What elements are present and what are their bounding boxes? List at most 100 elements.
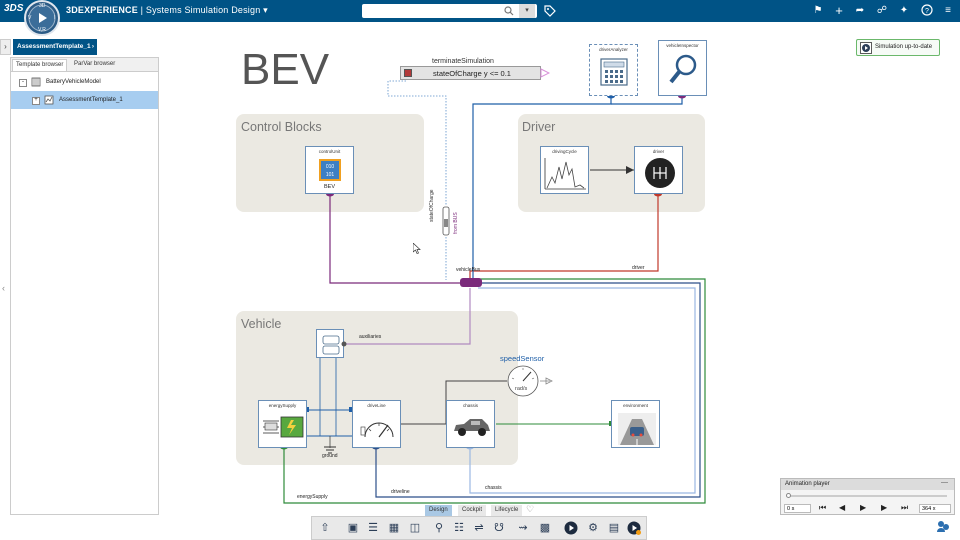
tab-cockpit[interactable]: Cockpit xyxy=(458,505,487,516)
play-status-icon xyxy=(860,42,872,54)
link-icon[interactable]: ⇝ xyxy=(518,522,528,534)
environment-block[interactable]: environment xyxy=(611,400,660,448)
export-icon[interactable]: ⇧ xyxy=(320,522,330,534)
tab-lifecycle[interactable]: Lifecycle xyxy=(491,505,523,516)
control-unit-block[interactable]: controlUnit 010 101 BEV xyxy=(305,146,354,194)
animation-timeline-slider[interactable] xyxy=(787,495,947,497)
speed-sensor-block[interactable]: rad/s xyxy=(506,364,540,398)
ground-icon xyxy=(324,446,336,454)
favorite-icon[interactable]: ♡ xyxy=(526,504,535,514)
tree-item-assessment-template[interactable]: + AssessmentTemplate_1 xyxy=(11,91,158,109)
tree-item-battery-vehicle-model[interactable]: - BatteryVehicleModel xyxy=(11,73,158,91)
share-icon[interactable]: ➦ xyxy=(855,5,865,16)
block-label: driveLine xyxy=(367,403,386,408)
ds-logo[interactable]: 3DS xyxy=(4,3,24,14)
chassis-block[interactable]: chassis xyxy=(446,400,495,448)
aux-port-icon xyxy=(341,341,347,347)
bottom-tab-bar: Design Cockpit Lifecycle ♡ xyxy=(425,504,539,516)
block-label: driverAnalyzer xyxy=(599,47,628,52)
title-separator: | xyxy=(140,5,144,15)
driver-block[interactable]: driver xyxy=(634,146,683,194)
tree-icon[interactable]: ☷ xyxy=(454,522,464,534)
search-icon[interactable]: ⚲ xyxy=(434,522,444,534)
tab-assessment-template[interactable]: AssessmentTemplate_1 › xyxy=(13,39,97,55)
save-icon[interactable]: ▣ xyxy=(347,522,359,534)
app-title[interactable]: 3DEXPERIENCE | Systems Simulation Design… xyxy=(66,5,268,16)
driver-analyzer-block[interactable]: driverAnalyzer xyxy=(589,44,638,96)
connect-icon[interactable]: ⇌ xyxy=(474,522,484,534)
chart-icon[interactable]: ▤ xyxy=(608,522,620,534)
compass-widget[interactable]: 3D V I V,R xyxy=(24,0,60,36)
svg-text:?: ? xyxy=(925,8,929,15)
settings-icon[interactable]: ⚙ xyxy=(588,522,598,534)
drive-line-block[interactable]: driveLine xyxy=(352,400,401,448)
tag-icon[interactable] xyxy=(544,5,556,17)
timeline-handle[interactable] xyxy=(786,493,791,498)
users-icon[interactable] xyxy=(936,519,950,533)
bookmark-icon[interactable]: ⚑ xyxy=(813,5,823,16)
energy-supply-block[interactable]: energySupply xyxy=(258,400,307,448)
search-box[interactable]: ▾ xyxy=(362,4,537,18)
document-icon[interactable]: ◫ xyxy=(409,522,421,534)
tools-icon[interactable]: ✦ xyxy=(899,5,909,16)
panel-toggle-button[interactable]: › xyxy=(0,39,11,55)
car-icon xyxy=(454,419,490,436)
search-icon[interactable] xyxy=(504,6,514,16)
expand-icon[interactable]: + xyxy=(32,97,40,105)
tab-template-browser[interactable]: Template browser xyxy=(12,59,68,71)
tab-parvar-browser[interactable]: ParVar browser xyxy=(74,61,116,67)
speed-sensor-unit: rad/s xyxy=(515,386,528,392)
group-icon[interactable]: ▩ xyxy=(539,522,551,534)
compass-bottom-label: V,R xyxy=(38,27,46,33)
table-icon[interactable]: ▦ xyxy=(388,522,400,534)
minimize-icon[interactable]: — xyxy=(941,479,948,486)
chevron-down-icon[interactable]: ▾ xyxy=(263,5,268,15)
play-icon[interactable] xyxy=(564,521,578,535)
block-label: driver xyxy=(652,149,665,154)
control-blocks-title: Control Blocks xyxy=(241,120,322,134)
speed-field[interactable]: 364 x xyxy=(919,504,951,513)
ground-label: ground xyxy=(322,453,338,459)
plus-icon[interactable]: + xyxy=(835,3,843,18)
play-animation-icon[interactable]: ▶ xyxy=(860,503,867,512)
select-icon[interactable]: ☋ xyxy=(494,522,504,534)
action-toolbar: ⇧ ▣ ☰ ▦ ◫ ⚲ ☷ ⇌ ☋ ⇝ ▩ ⚙ ▤ xyxy=(311,516,647,540)
block-label: energySupply xyxy=(268,403,297,408)
block-label: vehicleInspector xyxy=(666,43,699,48)
step-back-icon[interactable]: ◀ xyxy=(839,503,846,512)
collapse-icon[interactable]: - xyxy=(19,79,27,87)
brand-name: 3DEXPERIENCE xyxy=(66,5,138,15)
assessment-icon xyxy=(44,95,54,105)
compass-left-label: V xyxy=(28,15,32,21)
chevron-left-icon[interactable]: ‹ xyxy=(2,283,5,293)
simulation-status-button[interactable]: Simulation up-to-date xyxy=(856,39,940,56)
tab-design[interactable]: Design xyxy=(425,505,452,516)
block-label: chassis xyxy=(462,403,478,408)
stop-icon xyxy=(404,69,412,77)
terminate-simulation-block[interactable]: stateOfCharge y <= 0.1 xyxy=(400,66,541,80)
vehicle-inspector-block[interactable]: vehicleInspector xyxy=(658,40,707,96)
magnifier-icon xyxy=(669,54,697,84)
list-icon[interactable]: ☰ xyxy=(368,522,378,534)
animation-player: Animation player — 0 s ⏮ ◀ ▶ ▶ ⏭ 364 x xyxy=(780,478,955,515)
step-forward-icon[interactable]: ▶ xyxy=(881,503,888,512)
chip-text: 010 101 xyxy=(325,164,335,178)
driving-cycle-block[interactable]: drivingCycle xyxy=(540,146,589,194)
skip-to-end-icon[interactable]: ⏭ xyxy=(901,503,909,512)
speed-profile-icon xyxy=(544,158,586,190)
time-field[interactable]: 0 s xyxy=(784,504,811,513)
network-icon[interactable]: ☍ xyxy=(876,5,888,16)
block-label: drivingCycle xyxy=(552,149,577,154)
skip-to-start-icon[interactable]: ⏮ xyxy=(819,503,827,512)
left-panel-tabs: Template browser ParVar browser xyxy=(11,58,158,72)
help-icon[interactable]: ? xyxy=(920,4,934,18)
tree-item-label: AssessmentTemplate_1 xyxy=(59,97,123,103)
run-icon[interactable] xyxy=(627,521,641,535)
chevron-right-icon: › xyxy=(91,43,94,50)
search-dropdown-icon[interactable]: ▾ xyxy=(519,4,535,18)
driver-group-title: Driver xyxy=(522,120,556,134)
state-of-charge-sensor[interactable] xyxy=(441,205,451,237)
auxiliaries-block[interactable] xyxy=(316,329,344,358)
menu-icon[interactable]: ≡ xyxy=(945,5,951,16)
